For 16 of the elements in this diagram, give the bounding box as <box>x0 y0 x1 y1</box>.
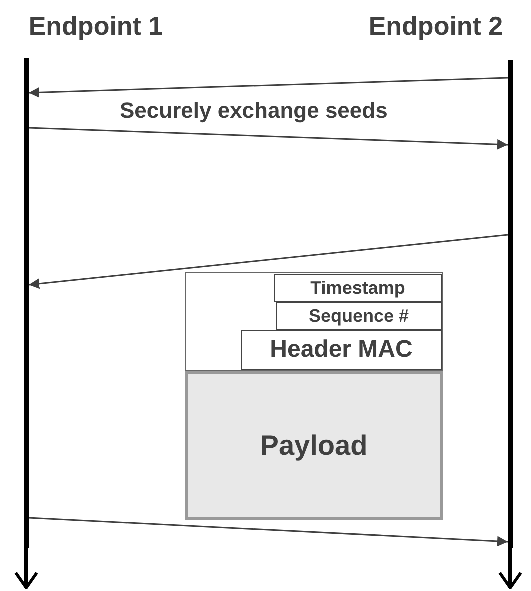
message-arrow <box>28 77 508 98</box>
message-arrow <box>28 234 508 290</box>
lifeline-arrow <box>14 548 38 590</box>
packet-header-box <box>185 272 443 371</box>
message-label: Securely exchange seeds <box>120 98 388 124</box>
message-arrow <box>28 517 508 547</box>
message-arrow <box>28 127 508 150</box>
payload-box: Payload <box>185 371 443 520</box>
lifeline <box>508 60 513 548</box>
header-field-box: Header MAC <box>241 330 442 370</box>
participant-label: Endpoint 1 <box>8 6 184 46</box>
participant-label: Endpoint 2 <box>346 6 526 46</box>
lifeline <box>24 58 29 548</box>
header-field-box: Sequence # <box>276 302 442 330</box>
header-field-box: Timestamp <box>274 274 442 302</box>
lifeline-arrow <box>498 548 522 590</box>
